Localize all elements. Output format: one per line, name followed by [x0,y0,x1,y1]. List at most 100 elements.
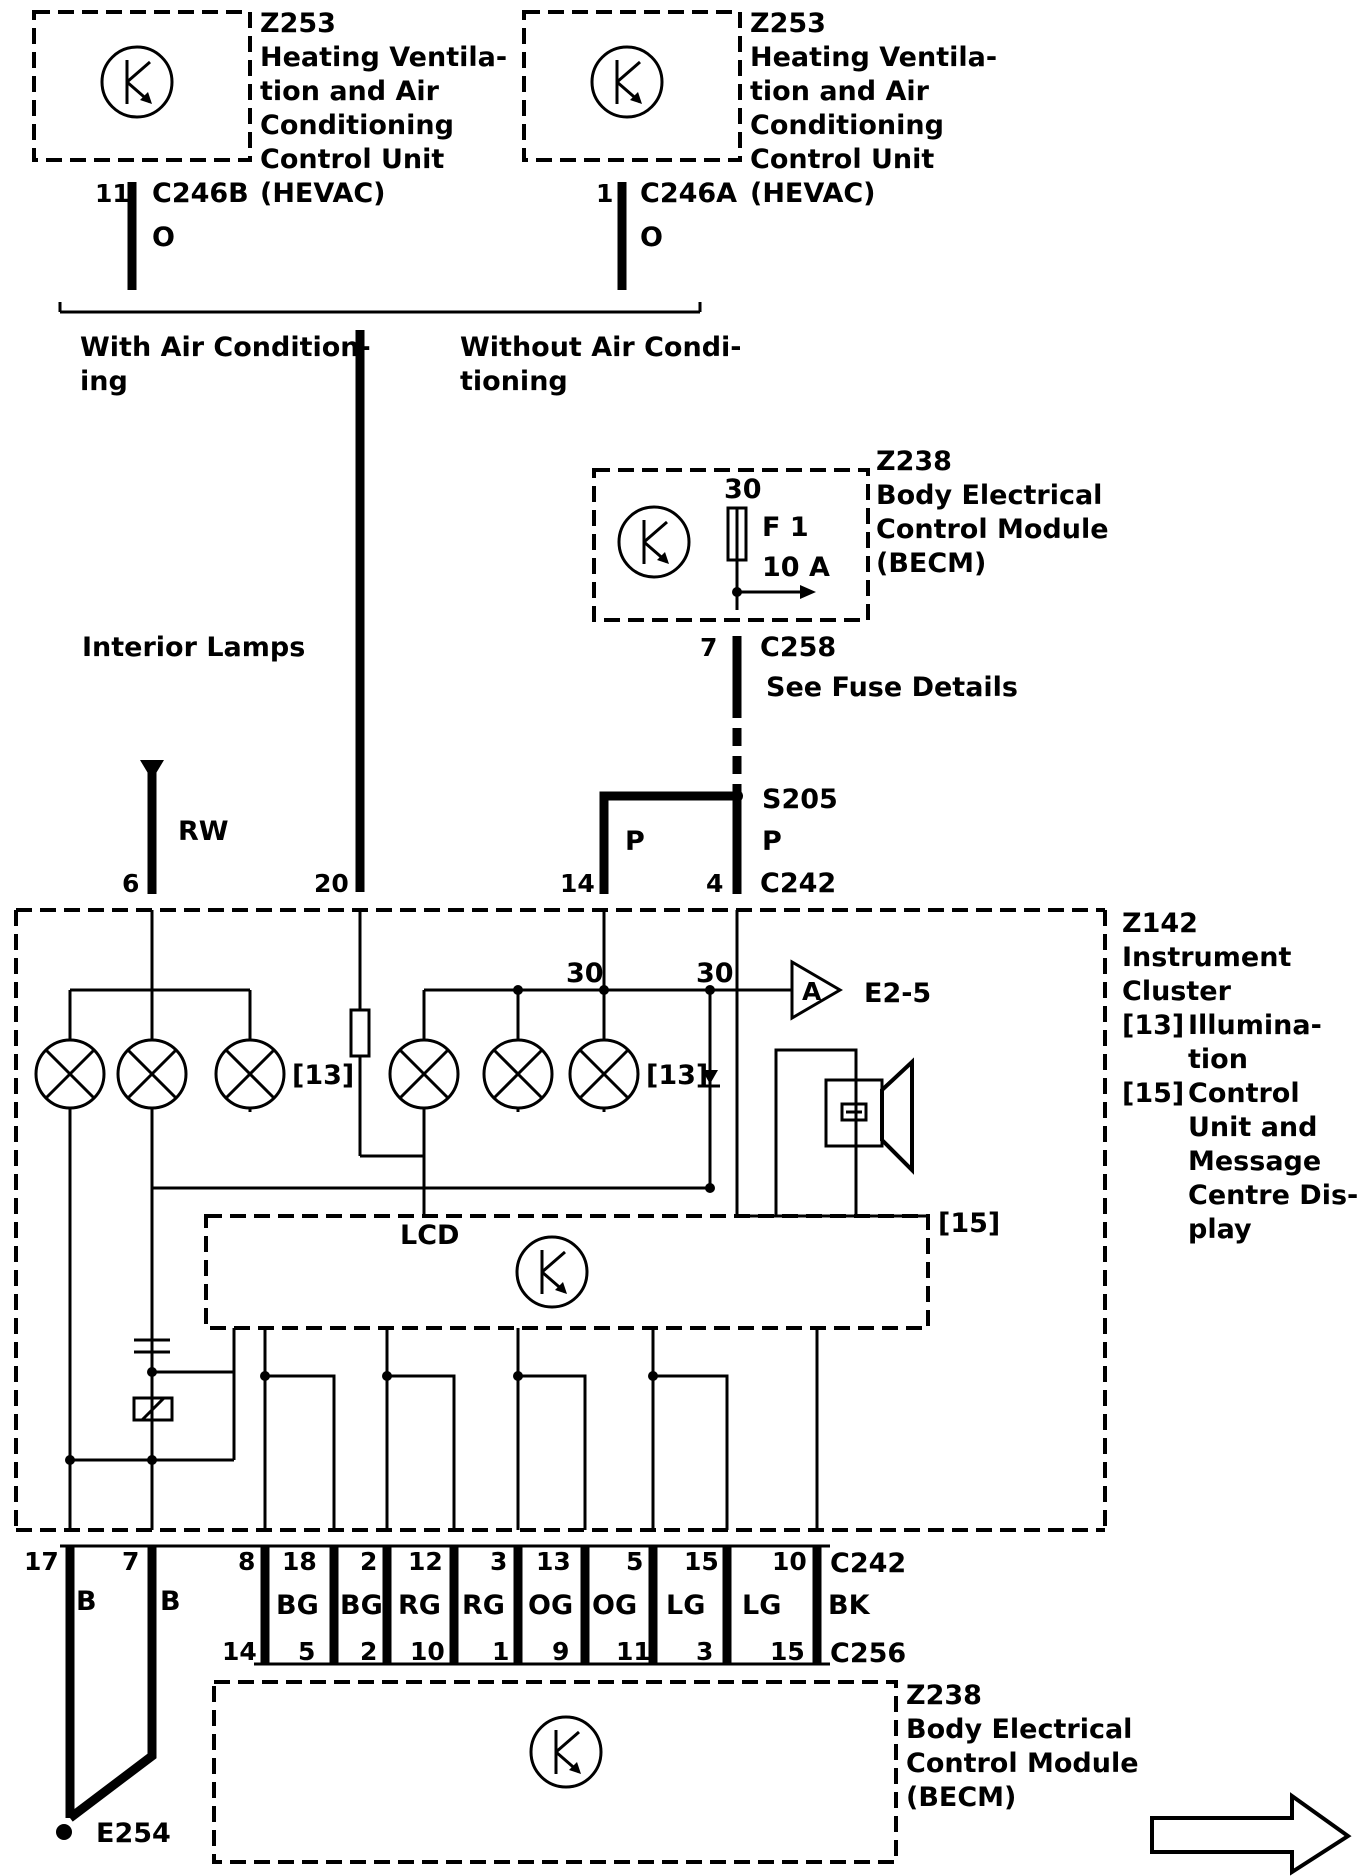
ref-arrow-letter: A [802,977,822,1006]
c242-pin-8: 8 [238,1547,255,1576]
hevac-left-wire: O [152,222,175,253]
c242-top-pin-20: 20 [314,869,349,898]
becm-bottom-name-3: (BECM) [906,1782,1016,1813]
c242-top-pin-4: 4 [706,869,723,898]
c256-pin-3: 3 [696,1637,713,1666]
cluster-terminal-30-b: 30 [696,958,734,989]
c256-pin-15: 15 [770,1637,805,1666]
becm-bottom-id: Z238 [906,1680,982,1711]
hevac-right-wire: O [640,222,663,253]
cluster-id: Z142 [1122,908,1198,939]
hevac-right-name-3: Conditioning [750,110,944,141]
c256-pin-9: 9 [552,1637,569,1666]
hevac-left-name-4: Control Unit [260,144,444,175]
cluster-terminal-30-a: 30 [566,958,604,989]
c256-pin-14: 14 [222,1637,257,1666]
hevac-left-name-2: tion and Air [260,76,440,107]
c256-pin-5: 5 [298,1637,315,1666]
c242-bottom-connector: C242 [830,1548,906,1579]
fuse-rating: 10 A [762,552,830,583]
control-unit-ref: [15] [938,1208,1000,1239]
wire-color-7: LG [666,1590,705,1621]
becm-top-name-1: Body Electrical [876,480,1102,511]
hevac-right-name-5: (HEVAC) [750,178,876,209]
wire-color-6: OG [592,1590,637,1621]
ground-wire-1-pin: 17 [24,1547,59,1576]
rw-wire-label: RW [178,816,229,847]
lamp-6-icon [568,990,640,1110]
wire-color-1: BG [276,1590,319,1621]
wire-color-5: OG [528,1590,573,1621]
interior-lamps-label: Interior Lamps [82,632,305,663]
hevac-left-pin: 11 [95,179,130,208]
diode-icon [700,1070,720,1088]
c242-pin-5: 5 [626,1547,643,1576]
c242-top-pin-14: 14 [560,869,595,898]
becm-bottom-icon [529,1715,603,1789]
c256-pin-10: 10 [410,1637,445,1666]
wire-color-4: RG [462,1590,505,1621]
legend-13-line-2: tion [1188,1044,1248,1075]
wire-color-2: BG [340,1590,383,1621]
fuse-f1-icon [726,506,816,610]
lamp-1-icon [34,990,106,1110]
lamp-4-icon [388,990,460,1110]
with-ac-label-2: ing [80,366,128,397]
c242-pin-13: 13 [536,1547,571,1576]
becm-top-id: Z238 [876,446,952,477]
cluster-name-1: Instrument [1122,942,1291,973]
control-unit-box [204,1214,930,1330]
resistor-icon [349,1008,371,1058]
without-ac-label-1: Without Air Condi- [460,332,741,363]
splice-id: S205 [762,784,838,815]
hevac-right-connector: C246A [640,178,737,209]
c242-top-pin-6: 6 [122,869,139,898]
hevac-left-module: Z253 Heating Ventila- tion and Air Condi… [32,8,507,290]
ground-wire-2-pin: 7 [122,1547,139,1576]
hevac-right-pin: 1 [596,179,613,208]
splice-wire-right: P [762,826,782,857]
legend-15-line-4: Centre Dis- [1188,1180,1358,1211]
becm-top-icon [617,505,691,579]
c256-pin-11: 11 [616,1637,651,1666]
ground-wire-1-color: B [76,1586,97,1617]
control-unit-icon [515,1235,589,1309]
legend-13-line-1: Illumina- [1188,1010,1322,1041]
without-ac-label-2: tioning [460,366,568,397]
legend-15-line-5: play [1188,1214,1252,1245]
lamp-5-icon [482,990,554,1110]
ref-arrow-target: E2-5 [864,978,931,1009]
fuse-terminal: 30 [724,474,762,505]
fuse-name: F 1 [762,512,809,543]
hevac-left-name-5: (HEVAC) [260,178,386,209]
becm-top-name-2: Control Module [876,514,1109,545]
ref-arrow-a-icon [790,959,843,1021]
cluster-name-2: Cluster [1122,976,1232,1007]
instrument-cluster: [13] 30 [13 [14,908,1358,1532]
c256-connector: C256 [830,1638,906,1669]
hevac-right-name-1: Heating Ventila- [750,42,997,73]
becm-top-name-3: (BECM) [876,548,986,579]
lamp-3-icon [214,990,286,1110]
ground-e254-icon [56,1824,72,1840]
ground-label: E254 [96,1818,171,1849]
hevac-left-icon [100,45,174,119]
c242-top-connector: C242 [760,868,836,899]
c242-pin-15: 15 [684,1547,719,1576]
continue-arrow-icon[interactable] [1150,1792,1352,1876]
becm-top-module: 30 F 1 10 A Z238 Body Electrical Control… [592,446,1109,703]
c256-pin-1: 1 [492,1637,509,1666]
hevac-left-name-3: Conditioning [260,110,454,141]
ground-wire-2-color: B [160,1586,181,1617]
c242-pin-2: 2 [360,1547,377,1576]
c242-pin-10: 10 [772,1547,807,1576]
wire-color-8: LG [742,1590,781,1621]
becm-bottom-name-1: Body Electrical [906,1714,1132,1745]
hevac-left-name-1: Heating Ventila- [260,42,507,73]
lamp-2-icon [116,990,188,1110]
splice-wire-left: P [625,826,645,857]
hevac-left-connector: C246B [152,178,249,209]
lamp-group-right-ref: [13] [646,1060,708,1091]
option-bracket [58,302,702,892]
legend-15-ref: [15] [1122,1078,1184,1109]
